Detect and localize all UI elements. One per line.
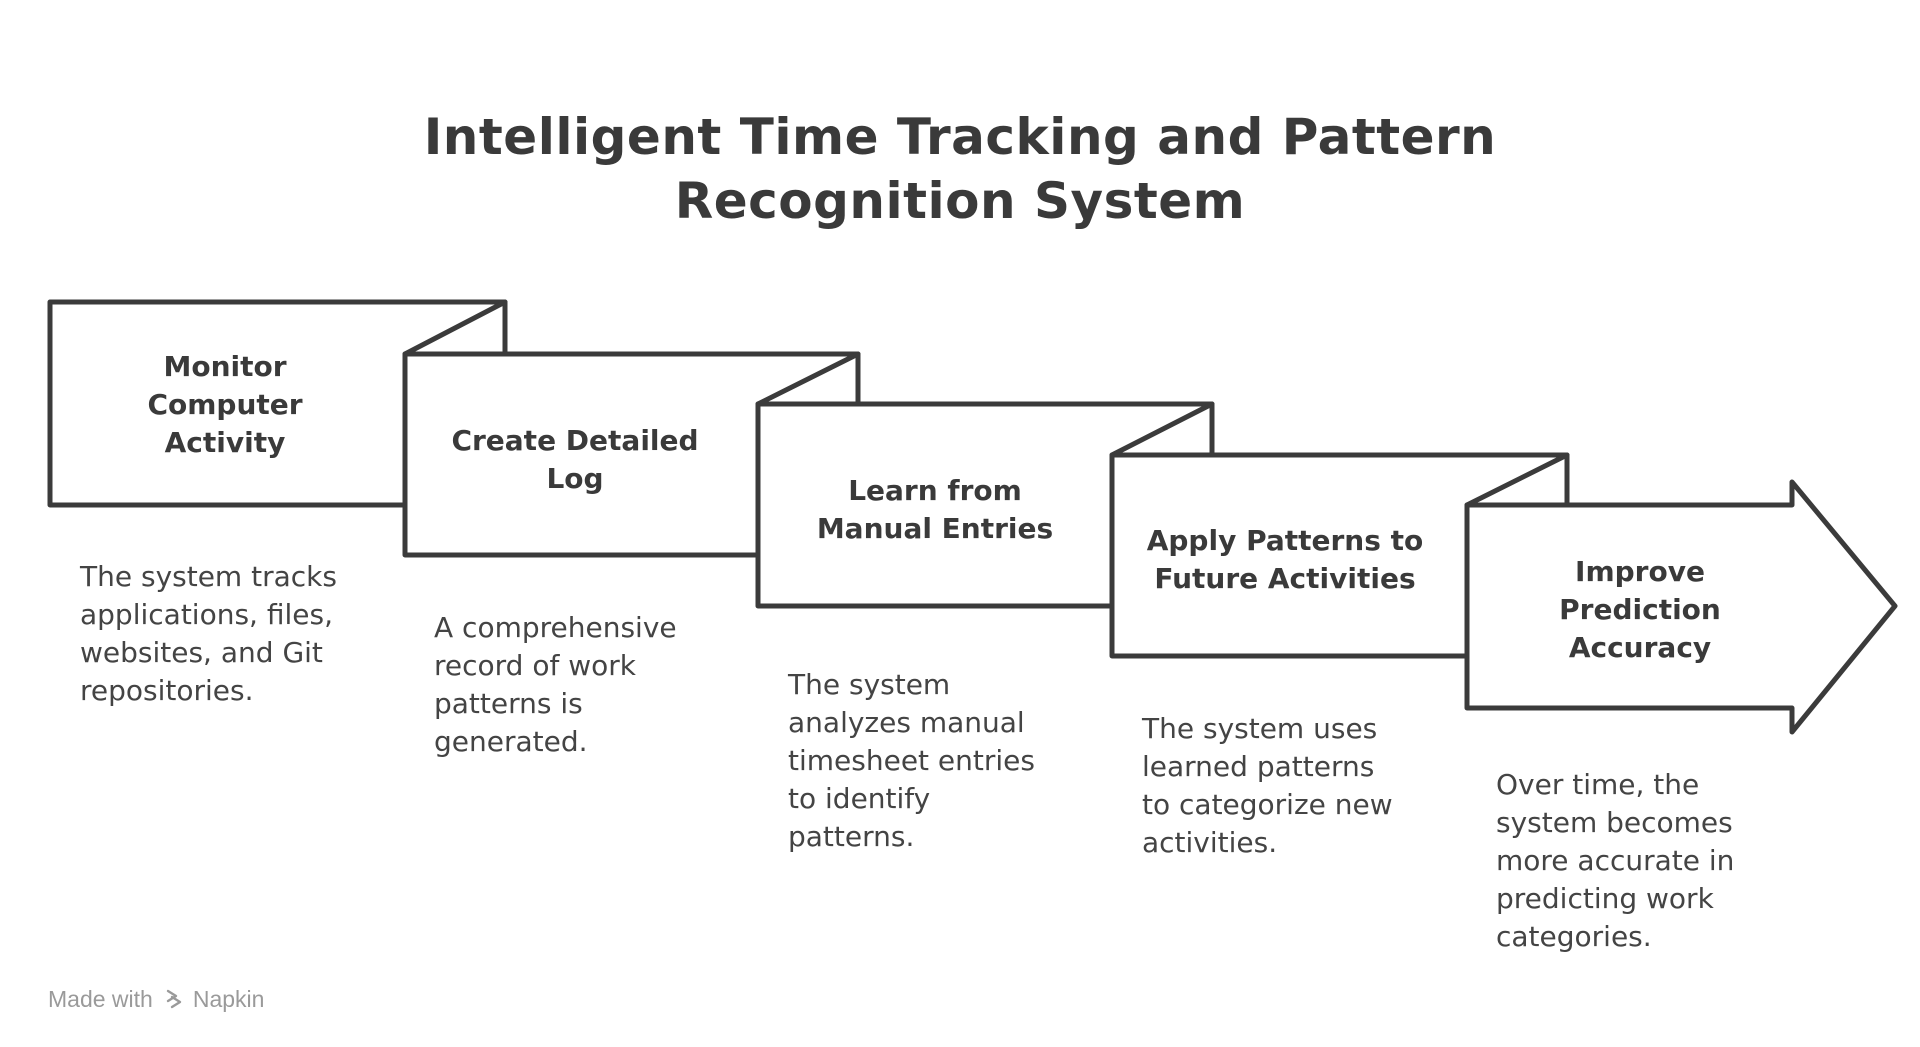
diagram-title-line-2: Recognition System (674, 172, 1246, 230)
made-with-footer: Made with Napkin (48, 984, 264, 1014)
step-5-label: Improve Prediction Accuracy (1559, 555, 1721, 664)
step-3-description: The system analyzes manual timesheet ent… (788, 668, 1035, 853)
step-1-description: The system tracks applications, files, w… (80, 560, 337, 707)
napkin-logo-icon (166, 989, 182, 1009)
footer-brand: Napkin (192, 985, 265, 1012)
step-5-description: Over time, the system becomes more accur… (1496, 768, 1735, 953)
step-2-label: Create Detailed Log (451, 424, 699, 495)
footer-made-with: Made with (48, 985, 153, 1012)
diagram-title-line-1: Intelligent Time Tracking and Pattern (423, 108, 1497, 166)
step-4-description: The system uses learned patterns to cate… (1142, 712, 1393, 859)
step-4-label: Apply Patterns to Future Activities (1146, 524, 1424, 595)
step-3-label: Learn from Manual Entries (816, 474, 1054, 545)
step-2-description: A comprehensive record of work patterns … (434, 611, 677, 758)
step-5-arrow-shape (1464, 479, 1898, 735)
step-1-label: Monitor Computer Activity (147, 350, 303, 459)
